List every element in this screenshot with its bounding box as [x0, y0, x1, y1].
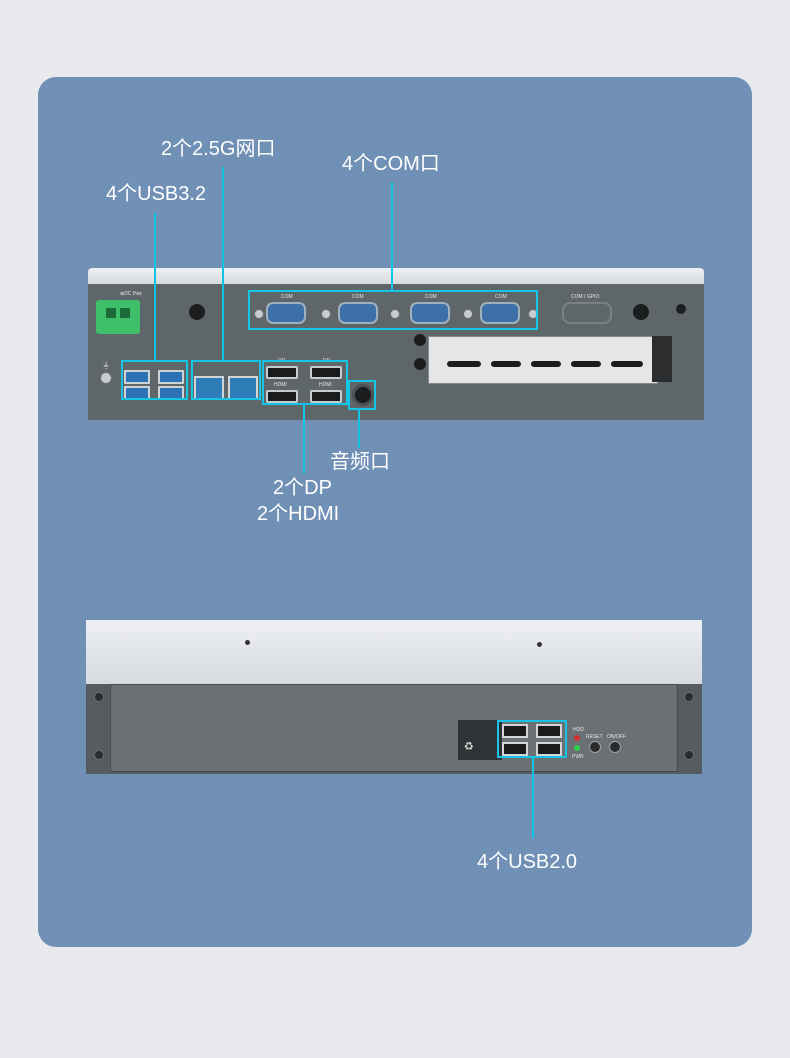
- usb32-leader: [154, 213, 156, 360]
- com-port[interactable]: [338, 302, 378, 324]
- top-dot: [245, 640, 250, 645]
- com-label: COM: [495, 294, 507, 300]
- dp-port[interactable]: [310, 366, 342, 379]
- hdd-led: [574, 735, 580, 741]
- com-callout: 4个COM口: [342, 153, 440, 175]
- usb2-port[interactable]: [502, 724, 528, 738]
- hdmi-label: HDMI: [319, 382, 332, 388]
- ground-screw: [100, 372, 112, 384]
- com-highlight: [248, 290, 538, 330]
- hdmi-callout: 2个HDMI: [257, 503, 340, 525]
- usb3-port[interactable]: [158, 370, 184, 384]
- pwr-led: [574, 745, 580, 751]
- com-gpio-label: COM / GPIO: [571, 294, 600, 300]
- display-leader: [303, 405, 305, 473]
- hdmi-label: HDMI: [274, 382, 287, 388]
- front-bezel: [110, 684, 678, 772]
- com-screw: [321, 309, 331, 319]
- com-screw: [390, 309, 400, 319]
- power-button[interactable]: [609, 741, 621, 753]
- lan-highlight: [191, 360, 261, 400]
- mount-hole: [414, 334, 426, 346]
- expansion-slot: [428, 336, 658, 384]
- mount-hole: [189, 304, 205, 320]
- bezel-screw: [94, 750, 104, 760]
- front-chassis: ♻ HDD PWR RESET ON/OFF: [86, 620, 702, 774]
- logo-icon: ♻: [464, 740, 474, 753]
- dc-in-terminal: [96, 300, 140, 334]
- usb2-port[interactable]: [536, 742, 562, 756]
- usb20-callout: 4个USB2.0: [477, 851, 578, 873]
- dp-callout: 2个DP: [273, 477, 332, 499]
- lan-callout: 2个2.5G网口: [161, 138, 276, 160]
- reset-button[interactable]: [589, 741, 601, 753]
- reset-label: RESET: [586, 734, 603, 740]
- pwr-label: PWR: [572, 754, 584, 760]
- com-label: COM: [281, 294, 293, 300]
- dp-port[interactable]: [266, 366, 298, 379]
- com-leader: [391, 182, 393, 290]
- audio-jack[interactable]: [352, 384, 374, 406]
- com-port[interactable]: [480, 302, 520, 324]
- audio-highlight: [348, 380, 376, 410]
- usb2-port[interactable]: [536, 724, 562, 738]
- display-highlight: [262, 360, 348, 405]
- usb20-leader: [532, 758, 534, 838]
- com-screw: [254, 309, 264, 319]
- usb32-callout: 4个USB3.2: [106, 183, 207, 205]
- dc-in-label: ⊕DC IN⊖: [120, 291, 142, 297]
- mount-hole: [633, 304, 649, 320]
- usb3-port[interactable]: [124, 370, 150, 384]
- bezel-screw: [684, 692, 694, 702]
- bezel-screw: [94, 692, 104, 702]
- com-screw: [463, 309, 473, 319]
- usb20-highlight: [497, 720, 567, 758]
- chassis-top-band: [86, 620, 702, 684]
- front-io-plate: [458, 720, 502, 760]
- hdd-label: HDD: [573, 727, 584, 733]
- io-panel-face: ⊕DC IN⊖ ⏚ COM COM COM COM COM / GPIO: [88, 284, 704, 420]
- top-dot: [537, 642, 542, 647]
- usb2-port[interactable]: [502, 742, 528, 756]
- onoff-label: ON/OFF: [607, 734, 626, 740]
- audio-callout: 音频口: [330, 451, 390, 473]
- bezel-screw: [684, 750, 694, 760]
- rear-io-chassis: ⊕DC IN⊖ ⏚ COM COM COM COM COM / GPIO: [88, 268, 704, 420]
- mount-hole: [676, 304, 686, 314]
- lan-leader: [222, 167, 224, 360]
- chassis-top-band: [88, 268, 704, 284]
- hdmi-port[interactable]: [266, 390, 298, 403]
- hdmi-port[interactable]: [310, 390, 342, 403]
- usb32-highlight: [121, 360, 188, 400]
- ground-icon: ⏚: [102, 361, 110, 370]
- com-label: COM: [425, 294, 437, 300]
- com-port[interactable]: [266, 302, 306, 324]
- product-panel: [38, 77, 752, 947]
- com-port[interactable]: [410, 302, 450, 324]
- slot-bracket: [652, 336, 672, 382]
- com-gpio-blank: [562, 302, 612, 324]
- com-label: COM: [352, 294, 364, 300]
- mount-hole: [414, 358, 426, 370]
- front-face: ♻ HDD PWR RESET ON/OFF: [86, 684, 702, 774]
- audio-leader: [358, 410, 360, 448]
